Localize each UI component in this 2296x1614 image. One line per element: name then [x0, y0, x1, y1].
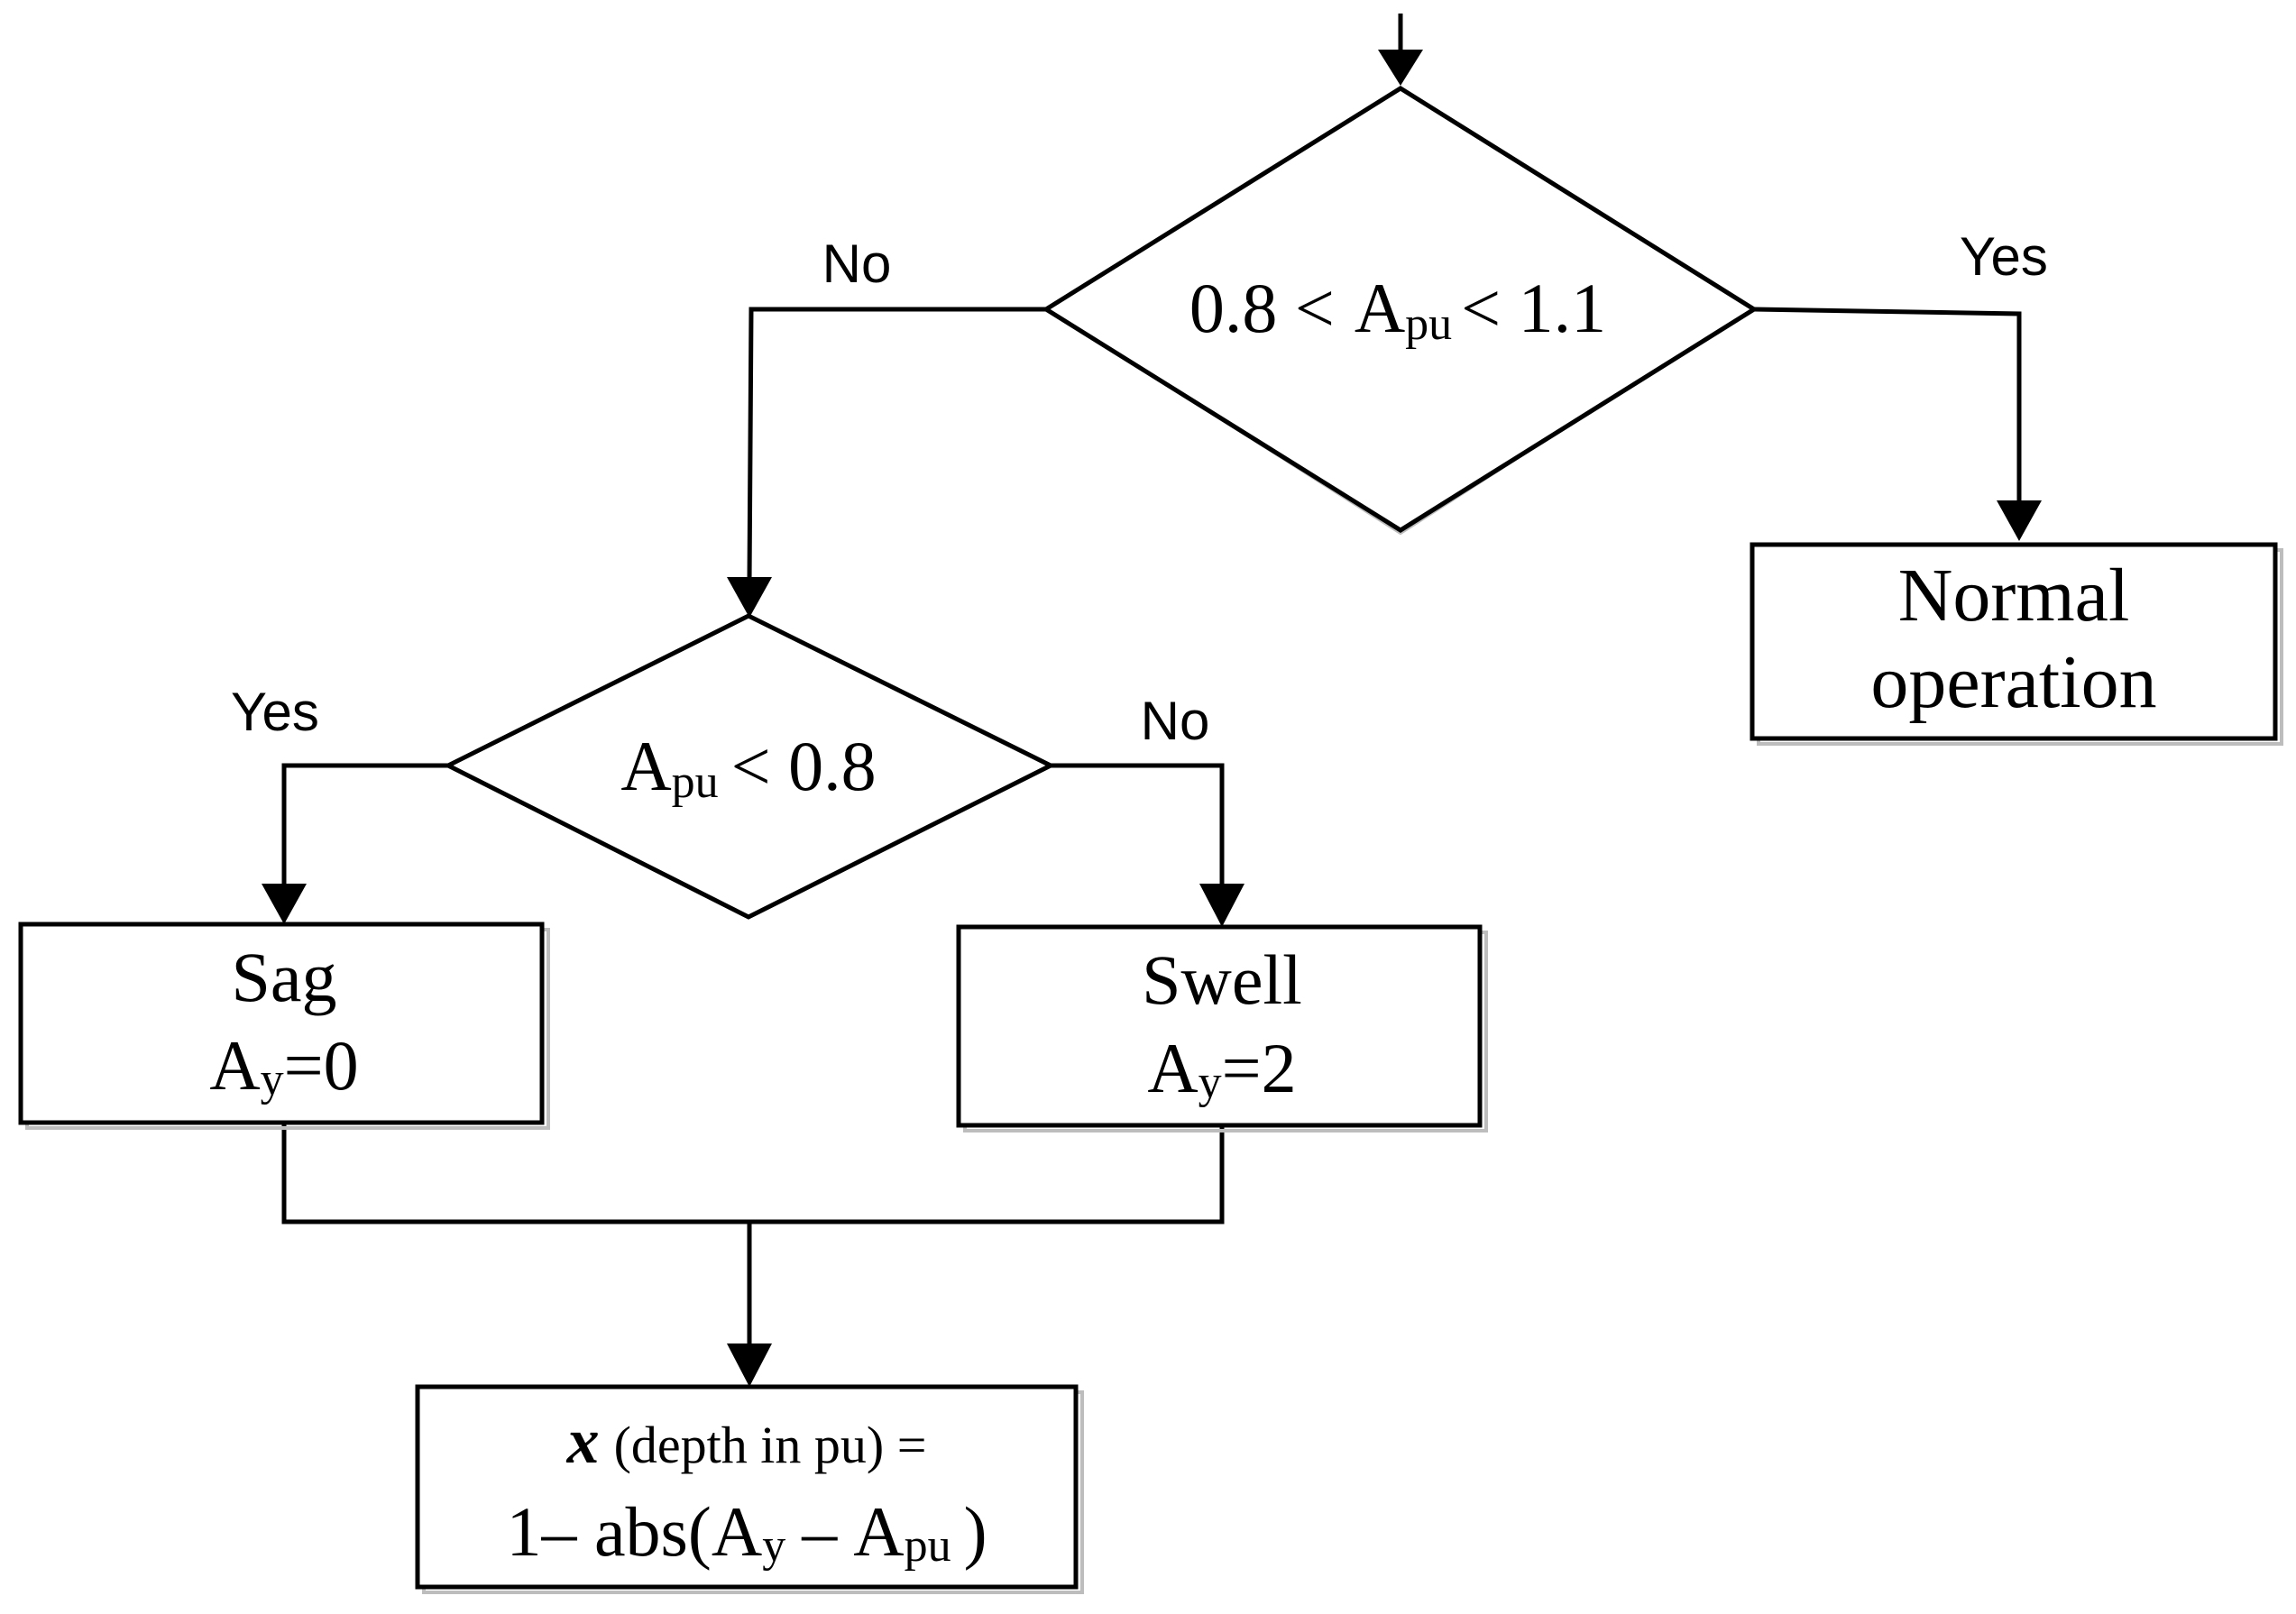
decision-1-diamond	[1042, 86, 1759, 533]
sag-box-var: A	[209, 1026, 260, 1105]
decision-1: 0.8 < Apu< 1.1 No Yes	[822, 86, 2048, 536]
depth-box: x(depth in pu) = 1– abs(Ay–Apu)	[415, 1384, 1084, 1594]
swell-box-rect	[956, 924, 1483, 1128]
decision-2-condition: Apu< 0.8	[620, 727, 876, 808]
depth-box-formula: 1– abs(Ay–Apu)	[506, 1492, 987, 1572]
decision-1-no-connector	[747, 307, 1046, 582]
decision-1-var: A	[1355, 269, 1405, 347]
decision-2-diamond	[443, 613, 1056, 920]
sag-box: Sag Ay=0	[18, 922, 550, 1130]
decision-1-prefix: 0.8 <	[1189, 269, 1335, 347]
swell-box-value: Ay=2	[1147, 1029, 1296, 1108]
decision-1-yes-label: Yes	[1960, 226, 2048, 287]
merge-connector	[281, 1124, 1225, 1224]
depth-formula-var-2-sub: pu	[905, 1520, 951, 1572]
depth-formula-close: )	[964, 1492, 987, 1571]
decision-2: Apu< 0.8 Yes No	[231, 613, 1210, 920]
decision-1-yes-connector	[1753, 307, 2022, 505]
decision-2-yes-connector	[281, 763, 448, 888]
depth-box-rect	[415, 1384, 1079, 1590]
sag-box-title: Sag	[232, 938, 337, 1016]
decision-1-no-label: No	[822, 234, 892, 294]
depth-formula-var-2: A	[853, 1492, 904, 1571]
swell-box-var: A	[1147, 1029, 1198, 1107]
normal-box-line-1: Normal	[1898, 554, 2130, 637]
decision-1-condition: 0.8 < Apu< 1.1	[1189, 269, 1606, 350]
decision-1-no-arrowhead	[727, 577, 772, 618]
decision-1-yes-arrowhead	[1997, 500, 2042, 541]
depth-formula-var-1: A	[712, 1492, 762, 1571]
sag-box-var-sub: y	[261, 1054, 284, 1105]
swell-box-value-text: =2	[1222, 1029, 1297, 1107]
decision-2-no-label: No	[1141, 691, 1210, 751]
swell-box-title: Swell	[1142, 940, 1302, 1019]
swell-box: Swell Ay=2	[956, 924, 1488, 1133]
depth-formula-prefix: 1– abs(	[506, 1492, 711, 1571]
decision-2-no-connector	[1051, 763, 1225, 888]
normal-operation-box: Normal operation	[1750, 542, 2283, 746]
decision-2-var-sub: pu	[672, 757, 719, 808]
merge-arrowhead	[727, 1343, 772, 1387]
depth-box-line-1: x(depth in pu) =	[566, 1405, 927, 1477]
connectors	[262, 14, 2042, 1387]
decision-2-suffix: < 0.8	[731, 727, 877, 805]
depth-formula-minus: –	[801, 1492, 838, 1571]
depth-formula-var-1-sub: y	[762, 1520, 785, 1572]
depth-description: (depth in pu) =	[614, 1416, 927, 1474]
normal-box-rect	[1750, 542, 2278, 741]
decision-2-yes-arrowhead	[262, 884, 307, 924]
decision-2-var: A	[620, 727, 671, 805]
decision-2-no-arrowhead	[1199, 884, 1244, 927]
depth-x-symbol: x	[566, 1405, 600, 1477]
decision-2-yes-label: Yes	[231, 682, 319, 742]
normal-box-line-2: operation	[1870, 640, 2156, 724]
decision-1-suffix: < 1.1	[1461, 269, 1606, 347]
entry-arrowhead	[1378, 50, 1423, 86]
sag-box-rect	[18, 922, 545, 1125]
sag-box-value-text: =0	[284, 1026, 359, 1105]
swell-box-var-sub: y	[1199, 1057, 1222, 1108]
sag-box-value: Ay=0	[209, 1026, 358, 1105]
decision-1-var-sub: pu	[1405, 298, 1452, 350]
